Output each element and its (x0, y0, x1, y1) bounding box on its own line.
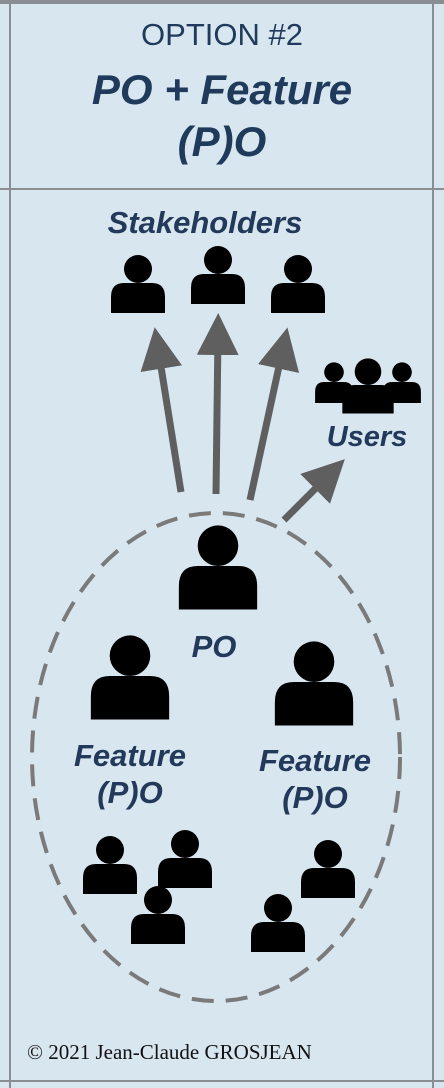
team-member-person-icon (301, 840, 355, 898)
po-person-icon (178, 525, 258, 610)
feature-po-left-line1: Feature (74, 738, 186, 773)
panel-bottom-border (0, 1080, 444, 1082)
team-boundary-ellipse (30, 511, 402, 1003)
stakeholder-person-icon (191, 246, 245, 304)
feature-po-left-label: Feature (P)O (55, 737, 205, 811)
option-title-line2: (P)O (177, 118, 267, 165)
arrow-to-stakeholder-3 (246, 327, 300, 501)
feature-po-left-person-icon (90, 635, 170, 720)
team-member-person-icon (83, 836, 137, 894)
users-group-icon (315, 358, 421, 414)
arrow-to-stakeholder-2 (196, 313, 239, 495)
arrow-to-stakeholder-1 (140, 327, 185, 493)
arrow-to-users (281, 459, 345, 523)
users-label: Users (326, 421, 408, 453)
header-divider (0, 188, 444, 190)
stakeholder-person-icon (271, 255, 325, 313)
team-member-person-icon (131, 886, 185, 944)
feature-po-right-person-icon (274, 641, 354, 726)
po-label: PO (191, 629, 237, 664)
feature-po-right-line1: Feature (259, 743, 371, 778)
team-member-person-icon (251, 894, 305, 952)
feature-po-left-line2: (P)O (97, 775, 163, 811)
stakeholder-person-icon (111, 255, 165, 313)
panel-top-border (0, 0, 444, 4)
feature-po-right-line2: (P)O (282, 780, 348, 816)
panel-right-border (432, 0, 434, 1088)
team-member-person-icon (158, 830, 212, 888)
panel-left-border (9, 0, 11, 1088)
copyright-notice: © 2021 Jean-Claude GROSJEAN (27, 1040, 312, 1064)
option-number: OPTION #2 (141, 17, 303, 52)
option-title: PO + Feature (P)O (0, 64, 444, 168)
feature-po-right-label: Feature (P)O (240, 742, 390, 816)
option-title-line1: PO + Feature (91, 66, 353, 113)
stakeholders-label: Stakeholders (107, 205, 303, 240)
